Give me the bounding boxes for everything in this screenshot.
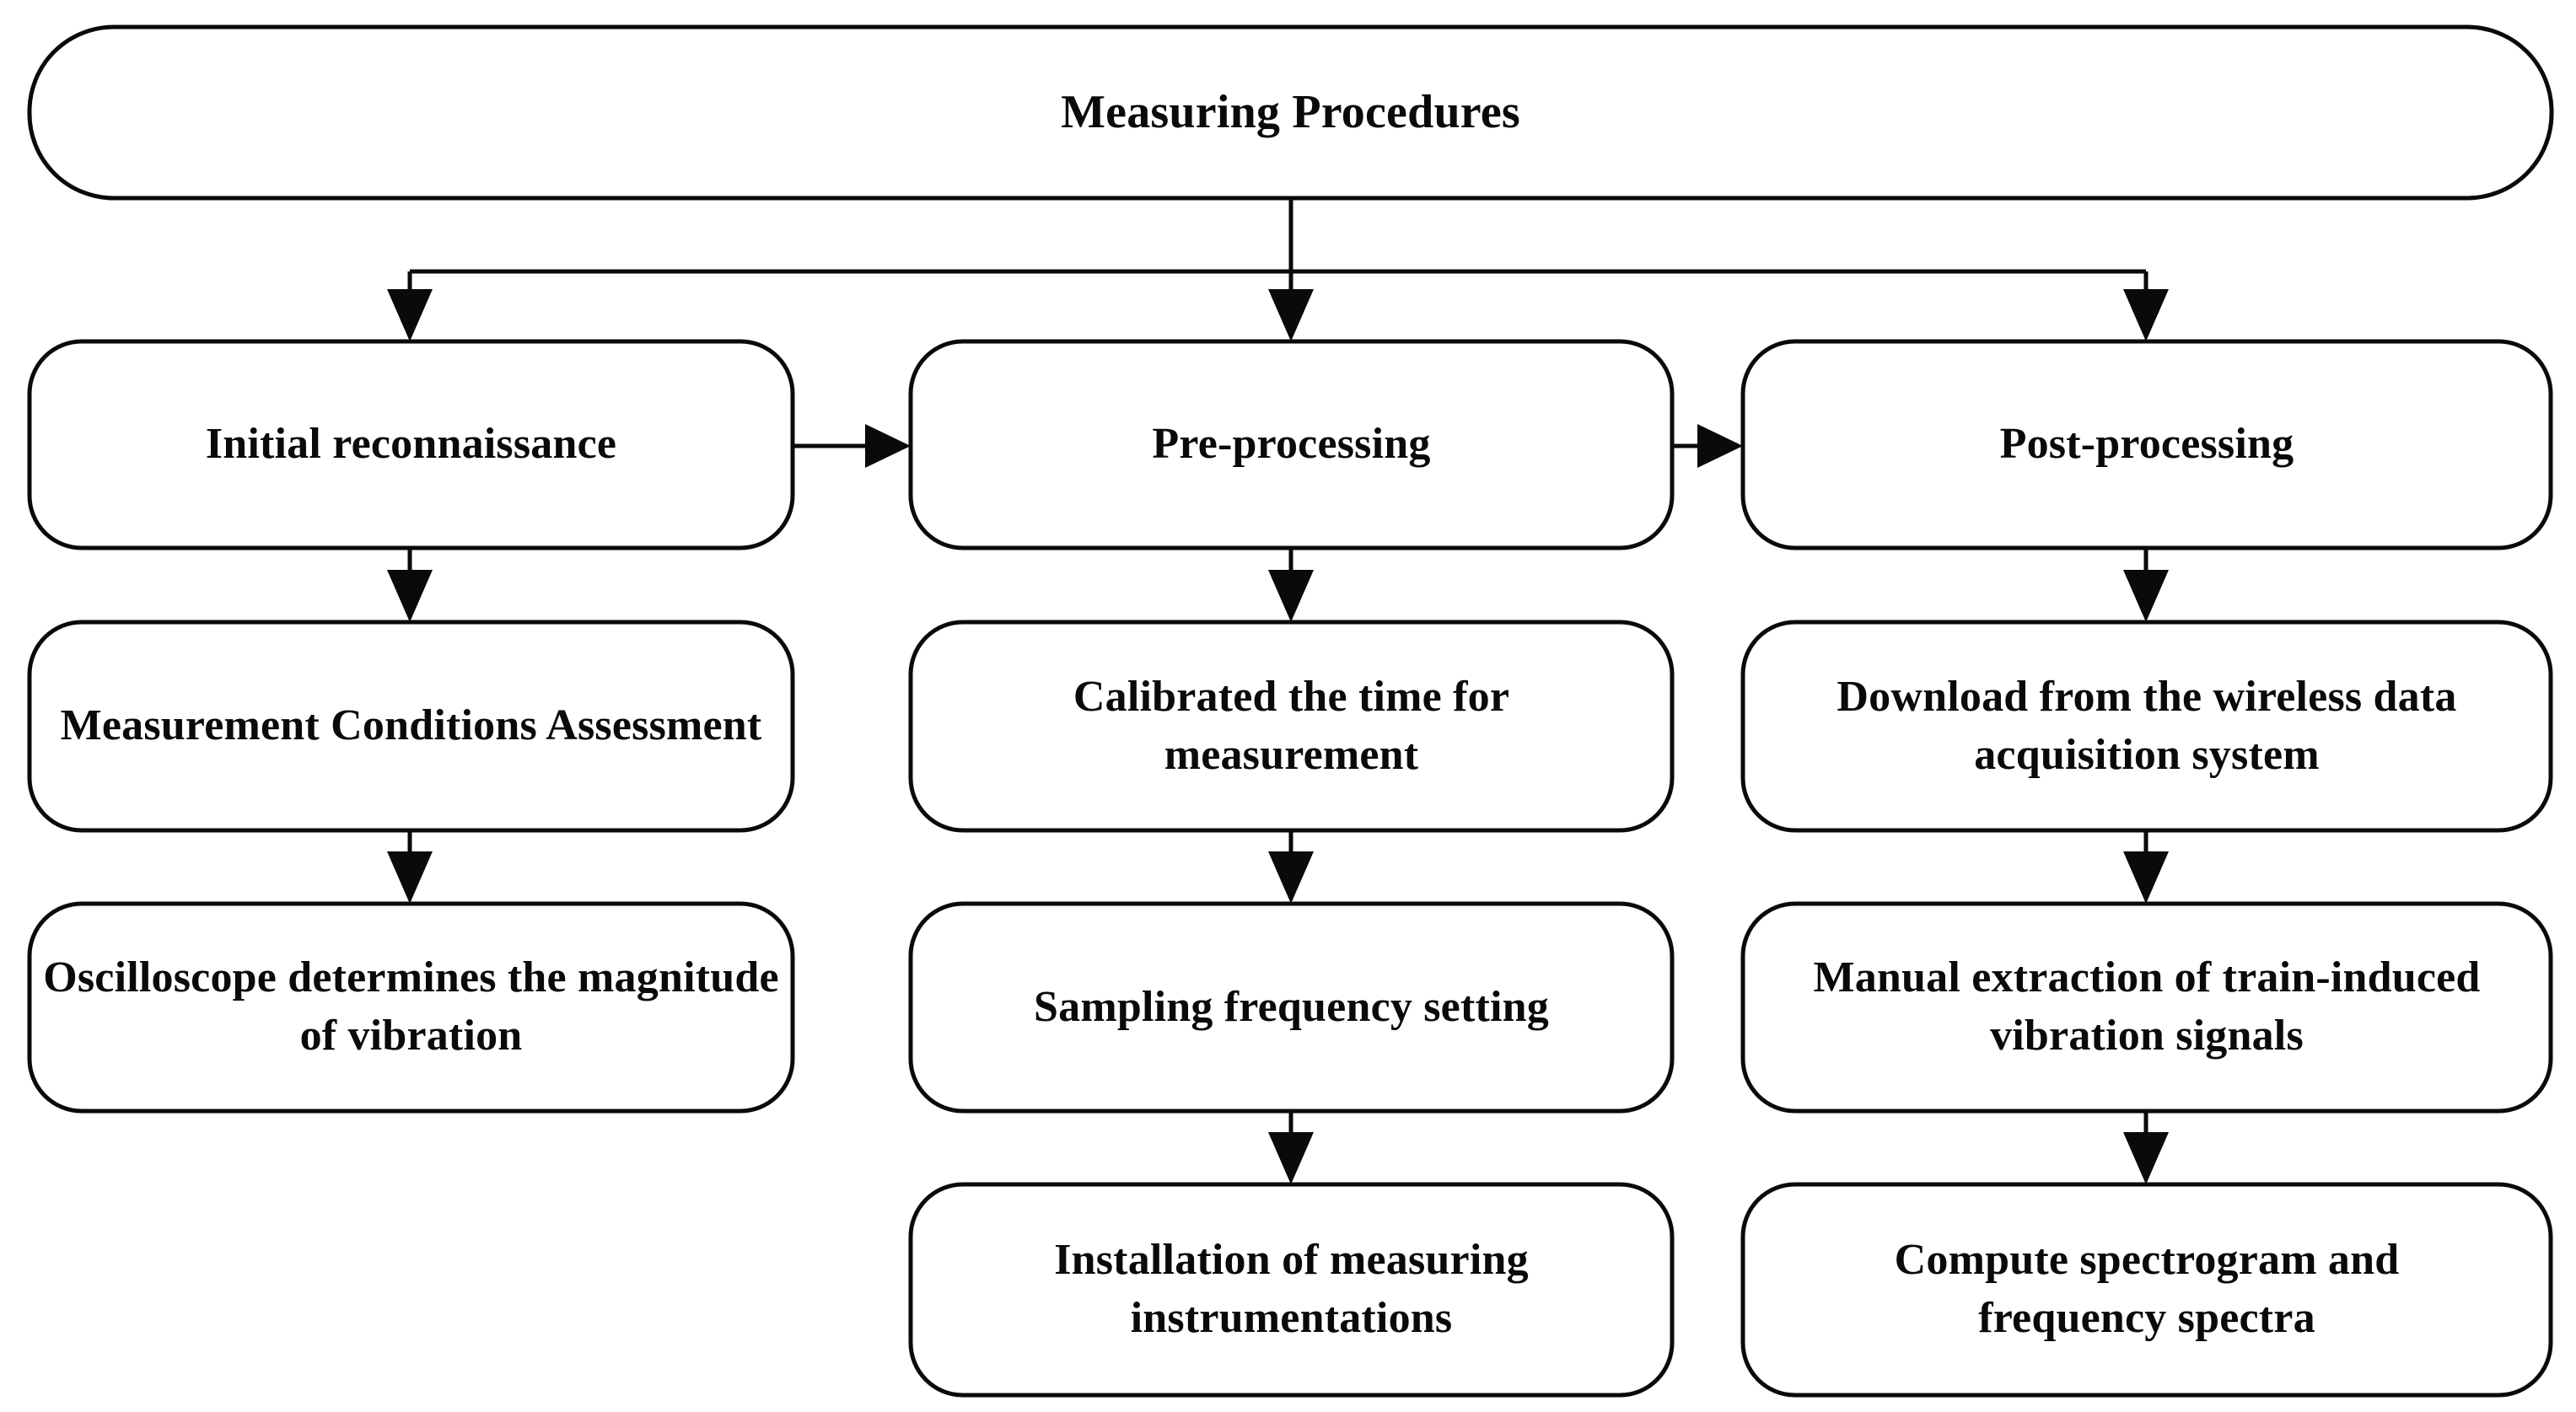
arrowhead-col2-step2-to-step3	[1268, 1132, 1314, 1184]
arrowhead-col3-step1-to-step2	[2123, 851, 2169, 904]
arrowhead-col2-header-to-step1	[1268, 570, 1314, 622]
arrowhead-col1-step1-to-step2	[387, 851, 433, 904]
arrowhead-col1-to-col2	[865, 424, 911, 468]
node-shape-col3-header[interactable]	[1740, 339, 2553, 550]
node-shape-col3-step-2[interactable]	[1740, 901, 2553, 1114]
node-shape-root[interactable]	[27, 24, 2554, 201]
node-shape-col2-header[interactable]	[908, 339, 1675, 550]
arrowhead-col3-step2-to-step3	[2123, 1132, 2169, 1184]
arrowhead-col1-header-to-step1	[387, 570, 433, 622]
arrowhead-branch-col1	[387, 289, 433, 341]
node-shape-col3-step-3[interactable]	[1740, 1182, 2553, 1398]
arrowhead-col2-step1-to-step2	[1268, 851, 1314, 904]
arrowhead-branch-col3	[2123, 289, 2169, 341]
node-shape-col1-step-2[interactable]	[27, 901, 795, 1114]
node-shape-col2-step-2[interactable]	[908, 901, 1675, 1114]
node-shape-col3-step-1[interactable]	[1740, 620, 2553, 833]
node-shape-col1-header[interactable]	[27, 339, 795, 550]
arrowhead-col2-to-col3	[1697, 424, 1743, 468]
node-shape-col2-step-3[interactable]	[908, 1182, 1675, 1398]
node-shape-col1-step-1[interactable]	[27, 620, 795, 833]
arrowhead-branch-col2	[1268, 289, 1314, 341]
node-shape-col2-step-1[interactable]	[908, 620, 1675, 833]
arrowhead-col3-header-to-step1	[2123, 570, 2169, 622]
